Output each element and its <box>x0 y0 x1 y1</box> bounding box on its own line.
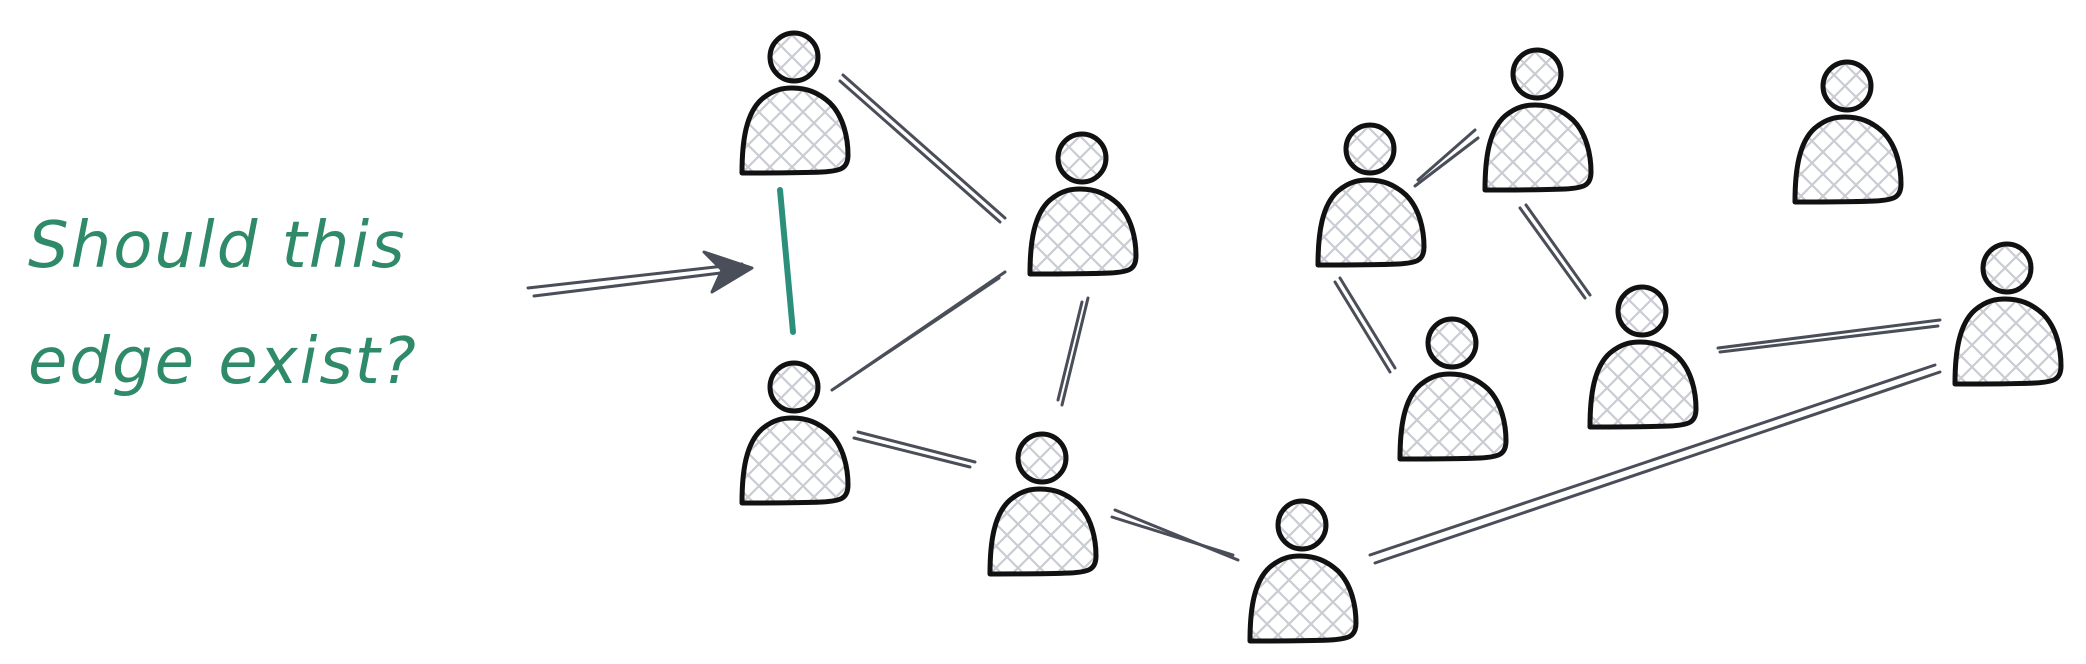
person-icon <box>990 434 1096 574</box>
person-icon <box>1400 319 1506 459</box>
edge-6-7 <box>1413 128 1480 188</box>
edges <box>830 73 1942 565</box>
person-icon <box>1318 125 1424 265</box>
edge-7-9 <box>1518 203 1592 300</box>
person-icon <box>1955 244 2061 384</box>
edge-4-5 <box>1110 508 1240 562</box>
edge-6-8 <box>1333 276 1397 374</box>
question-label: Should this edge exist? <box>28 188 498 420</box>
edge-1-3 <box>838 73 1007 224</box>
arrow-head-icon <box>702 250 754 294</box>
edge-9-13 <box>1716 318 1942 354</box>
edge-3-4 <box>1056 296 1090 407</box>
question-line-2: edge exist? <box>28 325 418 399</box>
candidate-edge <box>777 187 796 335</box>
person-icon <box>1590 287 1696 427</box>
question-line-1: Should this <box>28 209 407 283</box>
arrow <box>526 250 754 298</box>
edge-2-4 <box>852 430 977 469</box>
edge-2-3 <box>830 270 1007 392</box>
person-icon <box>1485 50 1591 190</box>
nodes <box>742 33 2061 641</box>
person-icon <box>1795 62 1901 202</box>
person-icon <box>1250 501 1356 641</box>
person-icon <box>742 33 848 173</box>
person-icon <box>742 363 848 503</box>
person-icon <box>1030 134 1136 274</box>
edge-5-13 <box>1368 363 1942 565</box>
